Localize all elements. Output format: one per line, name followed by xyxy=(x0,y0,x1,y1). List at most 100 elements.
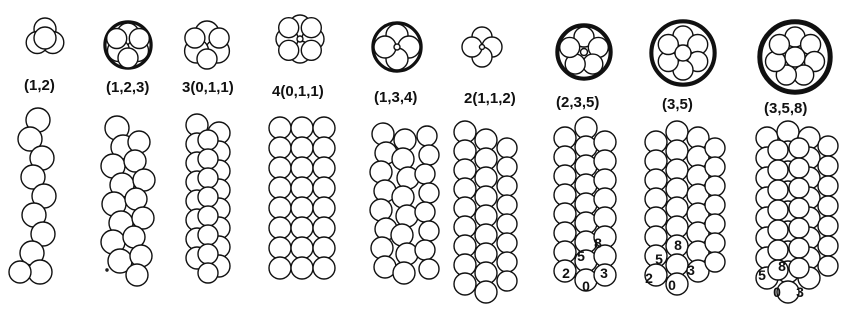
column-sphere xyxy=(705,157,725,177)
column-sphere xyxy=(818,176,838,196)
column-sphere xyxy=(818,236,838,256)
column-sphere xyxy=(768,160,788,180)
column-sphere xyxy=(291,117,313,139)
column-sphere xyxy=(789,178,809,198)
index-number: 5 xyxy=(577,248,585,264)
cross-section-sphere xyxy=(34,27,56,49)
column-sphere xyxy=(419,259,439,279)
column-sphere xyxy=(269,157,291,179)
column-sphere xyxy=(130,245,152,267)
column-sphere xyxy=(705,214,725,234)
column-sphere xyxy=(818,216,838,236)
column-sphere xyxy=(789,158,809,178)
column-sphere xyxy=(269,137,291,159)
index-number: 2 xyxy=(645,270,653,286)
cross-section-sphere xyxy=(301,40,321,60)
label-col-9: (3,5,8) xyxy=(764,100,807,117)
index-number: 8 xyxy=(674,237,682,253)
column-sphere xyxy=(768,140,788,160)
cross-section-core xyxy=(675,45,691,61)
column-sphere xyxy=(789,258,809,278)
column-sphere xyxy=(705,252,725,272)
column-sphere xyxy=(392,186,414,208)
column-sphere xyxy=(313,117,335,139)
column-sphere xyxy=(818,136,838,156)
column-sphere xyxy=(313,257,335,279)
cross-section-sphere xyxy=(279,40,299,60)
column-sphere xyxy=(393,262,415,284)
index-number: 0 xyxy=(773,284,781,300)
dot-mark xyxy=(106,269,108,271)
column-sphere xyxy=(497,195,517,215)
cross-section-core xyxy=(785,47,805,67)
index-number: 8 xyxy=(778,258,786,274)
column-sphere xyxy=(291,157,313,179)
column-sphere xyxy=(269,177,291,199)
column-sphere xyxy=(313,237,335,259)
column-sphere xyxy=(269,117,291,139)
index-number: 3 xyxy=(796,284,804,300)
cross-section-sphere xyxy=(118,48,138,68)
column-sphere xyxy=(497,157,517,177)
index-number: 0 xyxy=(582,278,590,294)
cross-section-sphere xyxy=(209,28,229,48)
column-sphere xyxy=(198,130,218,150)
column-sphere xyxy=(291,197,313,219)
column-sphere xyxy=(291,217,313,239)
cross-section-sphere xyxy=(197,49,217,69)
column-sphere xyxy=(198,225,218,245)
column-sphere xyxy=(768,180,788,200)
column-sphere xyxy=(415,164,435,184)
column-sphere xyxy=(269,237,291,259)
column-sphere xyxy=(269,197,291,219)
label-col-5: (1,3,4) xyxy=(374,89,417,106)
column-sphere xyxy=(497,233,517,253)
cross-section-core xyxy=(480,45,485,50)
column-sphere xyxy=(789,198,809,218)
column-sphere xyxy=(198,168,218,188)
cross-section-sphere xyxy=(279,18,299,38)
column-sphere xyxy=(198,263,218,283)
column-sphere xyxy=(818,256,838,276)
column-sphere xyxy=(415,240,435,260)
column-sphere xyxy=(497,214,517,234)
column-sphere xyxy=(768,220,788,240)
column-sphere xyxy=(768,240,788,260)
column-sphere xyxy=(128,131,150,153)
column-sphere xyxy=(789,238,809,258)
column-sphere xyxy=(419,221,439,241)
column-sphere xyxy=(705,233,725,253)
label-col-2: (1,2,3) xyxy=(106,79,149,96)
column-sphere xyxy=(198,149,218,169)
column-sphere xyxy=(419,145,439,165)
column-sphere xyxy=(417,126,437,146)
column-sphere xyxy=(198,244,218,264)
cross-section-core xyxy=(581,49,588,56)
index-number: 3 xyxy=(687,262,695,278)
column-sphere xyxy=(198,187,218,207)
column-sphere xyxy=(789,138,809,158)
cross-section-sphere xyxy=(374,36,396,58)
column-sphere xyxy=(313,197,335,219)
cross-section-sphere xyxy=(560,37,580,57)
index-number: 3 xyxy=(600,265,608,281)
index-number: 0 xyxy=(668,277,676,293)
cross-section-sphere xyxy=(301,18,321,38)
column-sphere xyxy=(705,138,725,158)
column-sphere xyxy=(497,252,517,272)
label-col-6: 2(1,1,2) xyxy=(464,90,516,107)
cross-section-sphere xyxy=(129,29,149,49)
column-sphere xyxy=(497,271,517,291)
column-sphere xyxy=(705,176,725,196)
column-sphere xyxy=(789,218,809,238)
index-number: 8 xyxy=(594,235,602,251)
column-sphere xyxy=(497,138,517,158)
column-sphere xyxy=(313,177,335,199)
label-col-8: (3,5) xyxy=(662,96,693,113)
column-sphere xyxy=(370,161,392,183)
column-sphere xyxy=(291,257,313,279)
cross-section-core xyxy=(297,36,303,42)
index-number: 2 xyxy=(562,265,570,281)
column-sphere xyxy=(269,257,291,279)
